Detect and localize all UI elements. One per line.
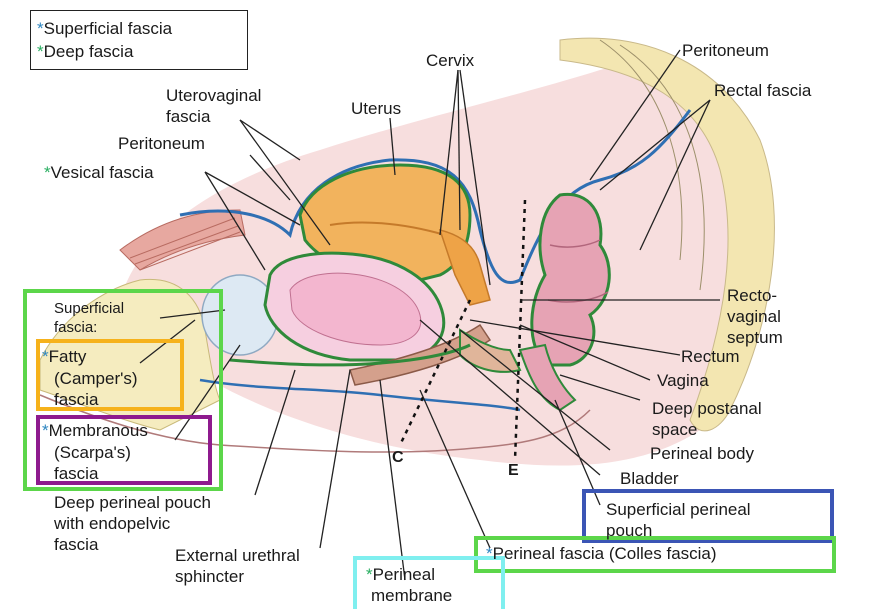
label-vagina: Vagina	[657, 370, 709, 391]
label-line-e: E	[508, 460, 519, 481]
label-membranous-2: (Scarpa's)	[54, 442, 131, 463]
label-vesical-fascia: *Vesical fascia	[44, 162, 154, 183]
label-vesical-text: Vesical fascia	[51, 163, 154, 182]
label-fatty-text: Fatty	[49, 347, 87, 366]
label-cervix: Cervix	[426, 50, 474, 71]
label-rectovaginal-1: Recto-	[727, 285, 777, 306]
label-perineal-body: Perineal body	[650, 443, 754, 464]
legend-deep: *Deep fascia	[37, 40, 247, 63]
legend-superficial-marker: *	[37, 19, 44, 38]
label-rectum: Rectum	[681, 346, 740, 367]
label-uterus: Uterus	[351, 98, 401, 119]
fatty-superficial-marker: *	[42, 347, 49, 366]
label-fatty-2: (Camper's)	[54, 368, 138, 389]
label-perineal-membrane-2: membrane	[371, 585, 452, 606]
label-uterovaginal-2: fascia	[166, 106, 210, 127]
label-uterovaginal-1: Uterovaginal	[166, 85, 261, 106]
perineal-membrane-deep-marker: *	[366, 565, 373, 584]
label-membranous-1: *Membranous	[42, 420, 148, 441]
label-sup-pouch-1: Superficial perineal	[606, 499, 751, 520]
label-superficial-fascia-2: fascia:	[54, 318, 97, 337]
label-deep-postanal-1: Deep postanal	[652, 398, 762, 419]
label-line-c: C	[392, 447, 404, 468]
fascia-legend: *Superficial fascia *Deep fascia	[30, 10, 248, 70]
label-peritoneum-left: Peritoneum	[118, 133, 205, 154]
legend-deep-marker: *	[37, 42, 44, 61]
label-deep-pouch-3: fascia	[54, 534, 98, 555]
label-membranous-text: Membranous	[49, 421, 148, 440]
label-fatty-3: fascia	[54, 389, 98, 410]
label-perineal-fascia: *Perineal fascia (Colles fascia)	[486, 543, 717, 564]
vesical-deep-marker: *	[44, 163, 51, 182]
label-deep-pouch-2: with endopelvic	[54, 513, 170, 534]
label-deep-postanal-2: space	[652, 419, 697, 440]
label-deep-pouch-1: Deep perineal pouch	[54, 492, 211, 513]
label-superficial-fascia-1: Superficial	[54, 299, 124, 318]
label-fatty-1: *Fatty	[42, 346, 86, 367]
label-perineal-fascia-text: Perineal fascia (Colles fascia)	[493, 544, 717, 563]
label-sup-pouch-2: pouch	[606, 520, 652, 541]
label-bladder: Bladder	[620, 468, 679, 489]
label-ext-urethral-1: External urethral	[175, 545, 300, 566]
legend-superficial-text: Superficial fascia	[44, 19, 173, 38]
legend-superficial: *Superficial fascia	[37, 17, 247, 40]
label-rectovaginal-3: septum	[727, 327, 783, 348]
label-peritoneum-top: Peritoneum	[682, 40, 769, 61]
label-rectovaginal-2: vaginal	[727, 306, 781, 327]
label-ext-urethral-2: sphincter	[175, 566, 244, 587]
legend-deep-text: Deep fascia	[44, 42, 134, 61]
label-membranous-3: fascia	[54, 463, 98, 484]
label-perineal-membrane-1: *Perineal	[366, 564, 435, 585]
label-rectal-fascia: Rectal fascia	[714, 80, 811, 101]
perineal-fascia-superficial-marker: *	[486, 544, 493, 563]
label-perineal-membrane-text: Perineal	[373, 565, 435, 584]
membranous-superficial-marker: *	[42, 421, 49, 440]
